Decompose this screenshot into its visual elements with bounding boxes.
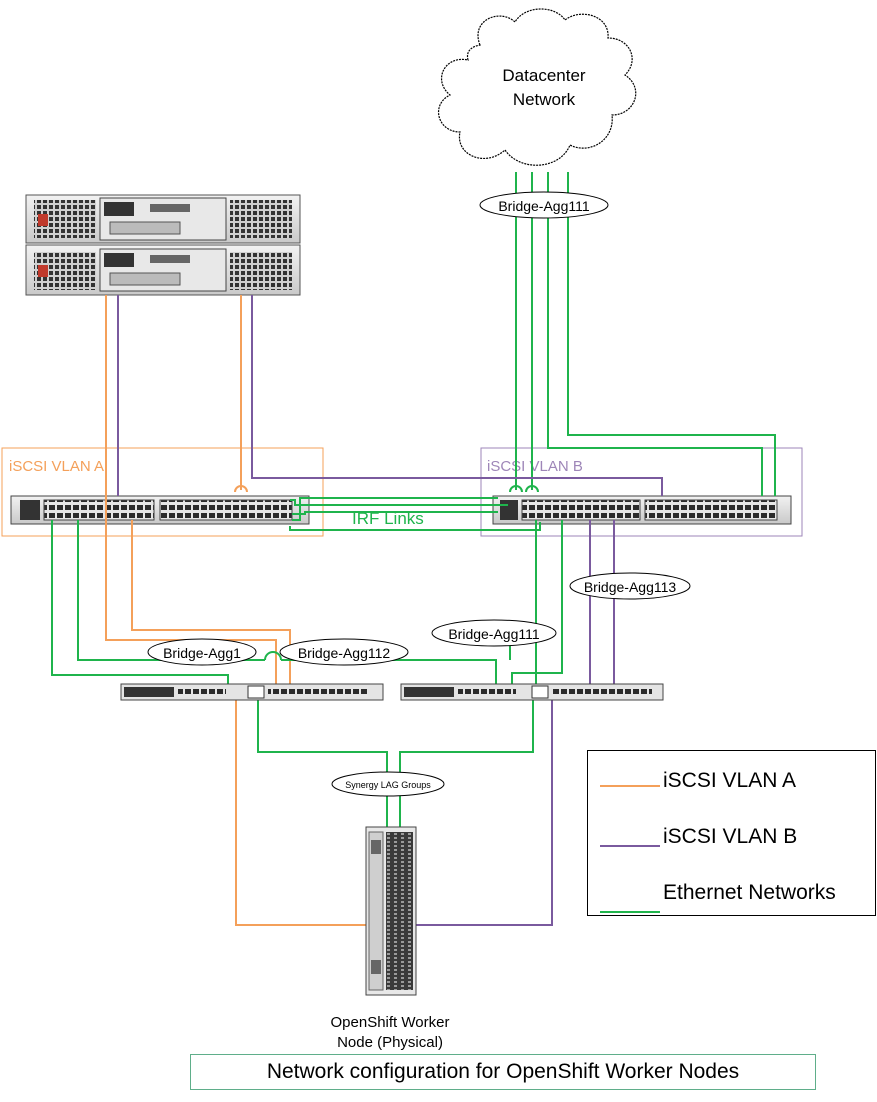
vlan-b-links xyxy=(117,295,663,926)
vlan-b-box-label: iSCSI VLAN B xyxy=(487,458,583,475)
legend-item-vlan-b: iSCSI VLAN B xyxy=(588,823,875,873)
switch-left xyxy=(10,495,310,525)
legend-swatch-vlan-a xyxy=(600,785,660,787)
svg-text:Bridge-Agg111: Bridge-Agg111 xyxy=(448,626,540,642)
legend-item-ethernet: Ethernet Networks xyxy=(588,877,875,927)
vlan-a-box xyxy=(1,447,324,537)
svg-text:Bridge-Agg112: Bridge-Agg112 xyxy=(298,645,391,661)
cloud-label-line1: Datacenter xyxy=(502,66,585,85)
bridge-agg113-label: Bridge-Agg113 xyxy=(569,572,691,600)
interconnect-right xyxy=(400,683,664,701)
legend-label-vlan-a: iSCSI VLAN A xyxy=(663,769,797,792)
vlan-a-links xyxy=(105,295,372,926)
cloud-label-line2: Network xyxy=(513,90,576,109)
irf-links xyxy=(289,497,541,531)
diagram-title: Network configuration for OpenShift Work… xyxy=(190,1054,816,1090)
ethernet-links xyxy=(51,520,563,830)
worker-label-line2: Node (Physical) xyxy=(337,1034,443,1051)
worker-label-line1: OpenShift Worker xyxy=(331,1014,450,1031)
switch-right xyxy=(492,495,792,525)
bridge-agg112-label: Bridge-Agg112 xyxy=(279,638,409,666)
worker-node xyxy=(365,826,417,996)
svg-text:Synergy LAG Groups: Synergy LAG Groups xyxy=(345,780,431,790)
datacenter-cloud: Datacenter Network xyxy=(438,8,637,166)
legend-swatch-vlan-b xyxy=(600,845,660,847)
legend-item-vlan-a: iSCSI VLAN A xyxy=(588,765,875,815)
legend-swatch-ethernet xyxy=(600,911,660,913)
storage-array xyxy=(25,194,301,296)
legend-label-ethernet: Ethernet Networks xyxy=(663,881,836,904)
irf-label: IRF Links xyxy=(352,509,424,528)
uplinks-datacenter xyxy=(509,172,776,496)
bridge-agg111-top-label: Bridge-Agg111 xyxy=(479,191,609,219)
svg-text:Bridge-Agg113: Bridge-Agg113 xyxy=(584,579,677,595)
svg-text:Bridge-Agg1: Bridge-Agg1 xyxy=(163,645,241,661)
svg-text:Bridge-Agg111: Bridge-Agg111 xyxy=(498,198,590,214)
synergy-lag-label: Synergy LAG Groups xyxy=(331,771,445,797)
interconnect-left xyxy=(120,683,384,701)
vlan-a-box-label: iSCSI VLAN A xyxy=(9,458,104,475)
legend: iSCSI VLAN A iSCSI VLAN B Ethernet Netwo… xyxy=(587,750,876,916)
bridge-agg111-mid-label: Bridge-Agg111 xyxy=(431,619,557,647)
bridge-agg1-label: Bridge-Agg1 xyxy=(147,638,257,666)
legend-label-vlan-b: iSCSI VLAN B xyxy=(663,825,798,848)
